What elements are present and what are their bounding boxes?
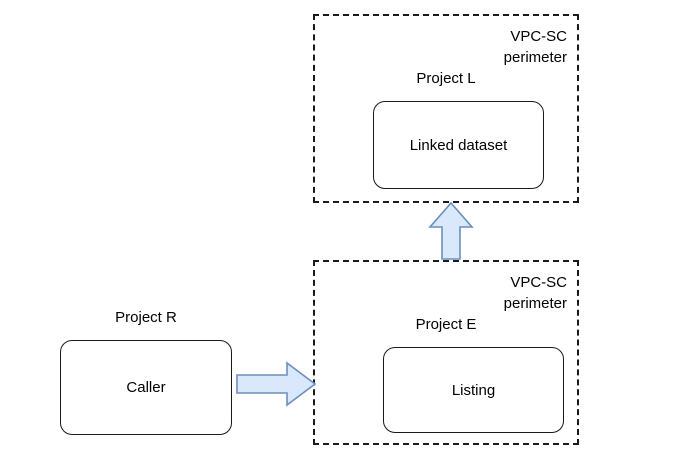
project-label-e: Project E xyxy=(415,316,477,333)
perimeter-label-upper-line1: VPC-SC xyxy=(510,28,567,45)
project-label-r: Project R xyxy=(115,309,177,326)
arrow-up-icon xyxy=(428,201,474,260)
arrow-caller-to-listing xyxy=(236,361,317,407)
arrow-right-icon xyxy=(236,361,317,407)
perimeter-label-lower-line1: VPC-SC xyxy=(510,274,567,291)
vpc-sc-perimeter-project-l: VPC-SC perimeter Project L xyxy=(313,14,579,203)
perimeter-label-lower: VPC-SC perimeter xyxy=(504,272,567,314)
node-listing[interactable]: Listing xyxy=(383,347,564,433)
perimeter-label-upper-line2: perimeter xyxy=(503,49,567,66)
project-label-l: Project L xyxy=(416,70,476,87)
perimeter-label-upper: VPC-SC perimeter xyxy=(504,26,567,68)
node-caller[interactable]: Caller xyxy=(60,340,232,435)
node-linked-dataset[interactable]: Linked dataset xyxy=(373,101,544,189)
perimeter-label-lower-line2: perimeter xyxy=(503,295,567,312)
arrow-listing-to-linked-dataset xyxy=(428,201,474,260)
vpc-sc-perimeter-project-e: VPC-SC perimeter Project E xyxy=(313,260,579,445)
